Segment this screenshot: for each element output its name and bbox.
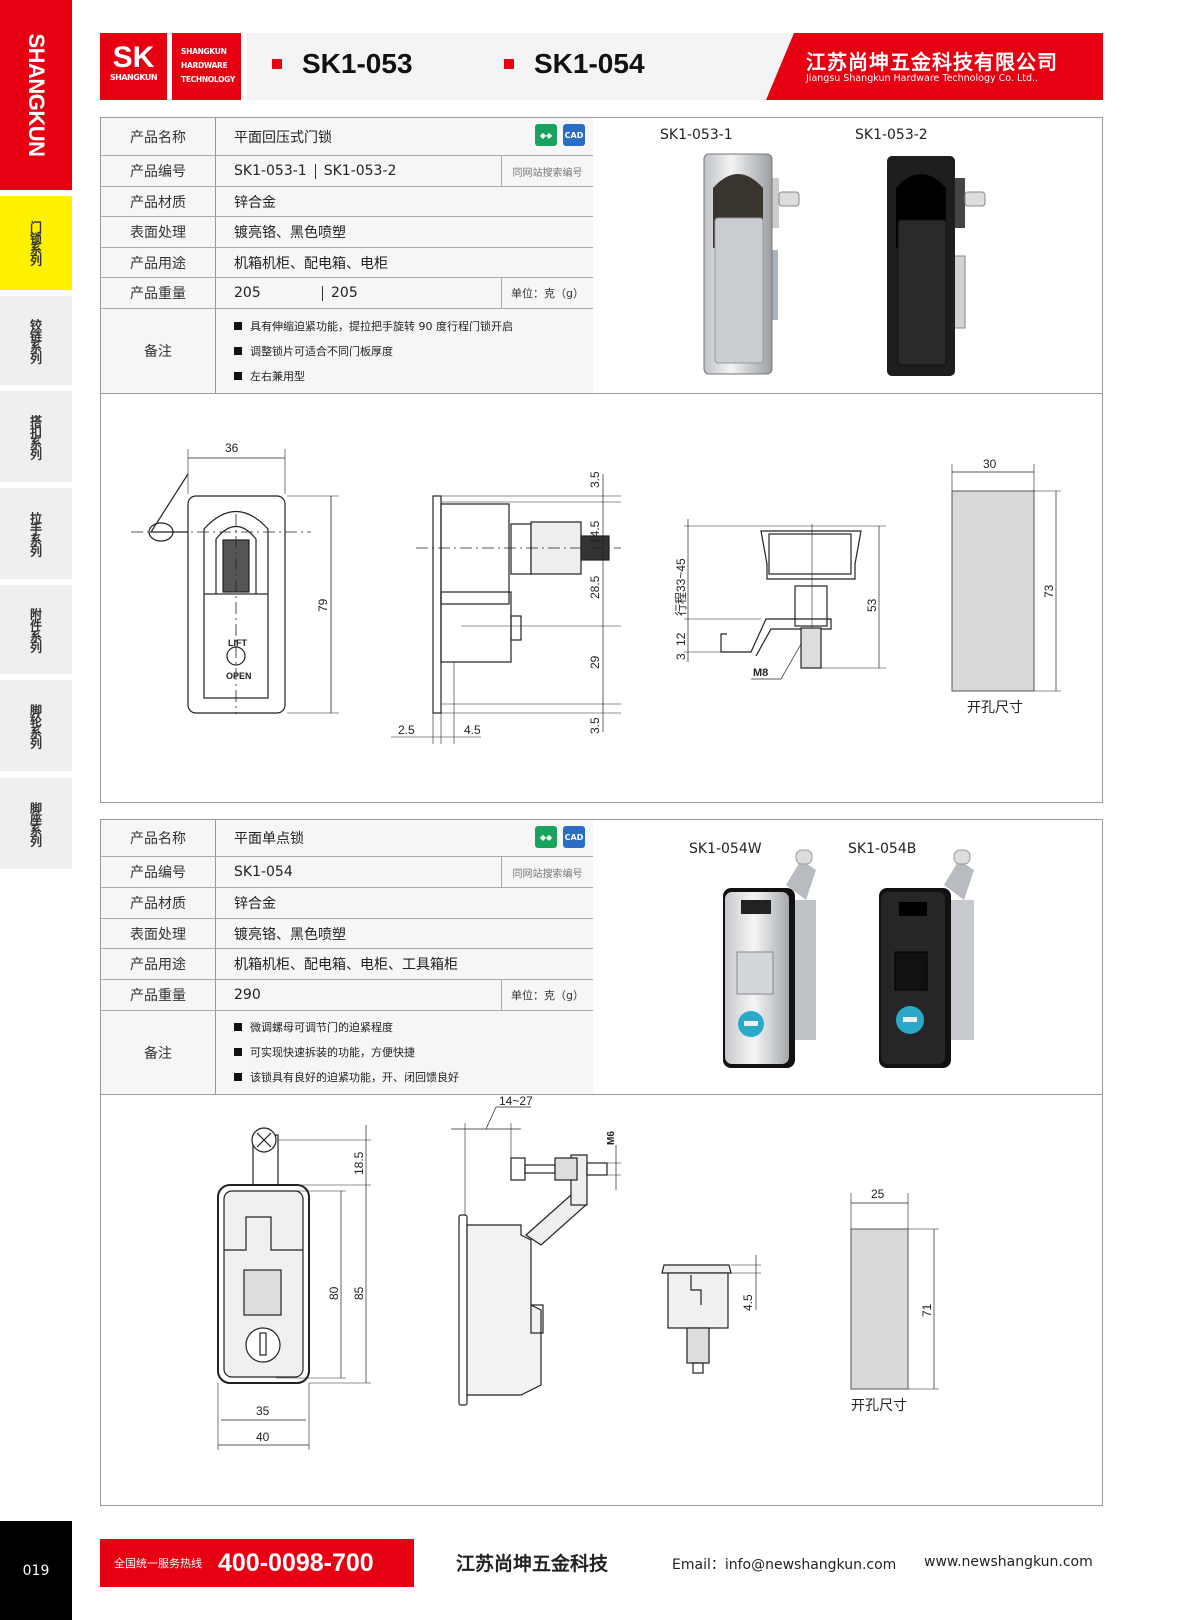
svg-text:40: 40	[256, 1430, 270, 1444]
svg-text:30: 30	[983, 457, 997, 471]
3d-model-icon[interactable]: ◆◆	[535, 124, 557, 146]
svg-text:M8: M8	[753, 667, 768, 679]
side-dimensions: 3.5 14.5 28.5 29 3.5 2.5 4.5	[398, 471, 602, 737]
svg-text:3.5: 3.5	[588, 471, 602, 488]
footer-email[interactable]: Email：info@newshangkun.com	[672, 1557, 897, 1573]
product-photo-054w	[723, 849, 816, 1068]
svg-text:85: 85	[352, 1286, 366, 1300]
sidebar-tab-accessories[interactable]: 附件系列	[0, 585, 72, 674]
company-banner	[766, 33, 1103, 100]
svg-text:71: 71	[920, 1303, 934, 1317]
svg-text:53: 53	[865, 598, 879, 612]
header-strip	[247, 33, 807, 100]
dimension-label: 79	[316, 598, 330, 612]
spec-row: 产品名称平面回压式门锁 ◆◆CAD	[101, 118, 593, 156]
remarks-row: 备注 具有伸缩迫紧功能，提拉把手旋转 90 度行程门锁开启调整锁片可适合不同门板…	[101, 309, 593, 393]
svg-text:18.5: 18.5	[352, 1151, 366, 1175]
model-title-1: SK1-053	[272, 48, 413, 80]
cutout-diagram: 30 73 开孔尺寸	[951, 457, 1061, 715]
footer-website[interactable]: www.newshangkun.com	[924, 1554, 1093, 1570]
svg-text:M6: M6	[606, 1131, 617, 1145]
spec-row: 产品用途机箱机柜、配电箱、电柜	[101, 248, 593, 278]
sidebar-tab-handles[interactable]: 拉手系列	[0, 488, 72, 579]
spec-row: 表面处理镀亮铬、黑色喷塑	[101, 217, 593, 248]
svg-text:25: 25	[871, 1187, 885, 1201]
spec-row: 产品材质锌合金	[101, 888, 593, 919]
technical-drawing: LIFT OPEN 36 79 3.5 14.5 28.5 29 3.5 2.5 4.…	[131, 441, 1061, 744]
sidebar-brand: SHANGKUN	[0, 0, 72, 190]
spec-row: 产品名称平面单点锁 ◆◆CAD	[101, 820, 593, 857]
company-name-cn: 江苏尚坤五金科技有限公司	[806, 50, 1058, 74]
svg-text:行程33~45: 行程33~45	[673, 558, 688, 616]
model-title-2: SK1-054	[504, 48, 645, 80]
bullet-icon	[504, 59, 514, 69]
remarks-row: 备注 微调螺母可调节门的迫紧程度可实现快速拆装的功能，方便快捷该锁具有良好的迫紧…	[101, 1011, 593, 1094]
bullet-icon	[272, 59, 282, 69]
bottom-view	[684, 519, 886, 680]
svg-text:14.5: 14.5	[588, 520, 602, 544]
svg-text:29: 29	[588, 655, 602, 669]
svg-text:开孔尺寸: 开孔尺寸	[967, 699, 1023, 715]
side-view	[391, 474, 621, 744]
svg-text:2.5: 2.5	[398, 723, 415, 737]
cad-icon[interactable]: CAD	[563, 124, 585, 146]
divider	[101, 393, 1102, 394]
svg-text:28.5: 28.5	[588, 575, 602, 599]
variant-label: SK1-054B	[848, 841, 917, 857]
spec-row: 产品材质锌合金	[101, 187, 593, 217]
svg-text:12: 12	[674, 632, 688, 646]
svg-text:35: 35	[256, 1404, 270, 1418]
cutout-diagram: 25 71 开孔尺寸	[850, 1187, 939, 1413]
side-view	[451, 1106, 621, 1406]
front-view	[131, 449, 339, 714]
svg-text:73: 73	[1042, 584, 1056, 598]
company-name-en: Jiangsu Shangkun Hardware Technology Co.…	[806, 73, 1039, 84]
spec-row: 产品用途机箱机柜、配电箱、电柜、工具箱柜	[101, 949, 593, 980]
product-photo-054b	[879, 849, 974, 1068]
sidebar-tab-feet[interactable]: 脚座系列	[0, 778, 72, 869]
variant-label: SK1-053-1	[660, 127, 733, 143]
divider	[101, 1094, 1102, 1095]
cad-icon[interactable]: CAD	[563, 826, 585, 848]
svg-text:4.5: 4.5	[741, 1294, 755, 1311]
product-photo-black	[887, 156, 986, 376]
svg-text:14~27: 14~27	[499, 1095, 533, 1108]
sidebar-tab-door-locks[interactable]: 门锁系列	[0, 196, 72, 290]
svg-text:3.5: 3.5	[588, 717, 602, 734]
front-view	[217, 1125, 371, 1450]
svg-text:开孔尺寸: 开孔尺寸	[851, 1397, 907, 1413]
svg-text:OPEN: OPEN	[226, 671, 252, 681]
product-photo-chrome	[703, 153, 800, 375]
variant-label: SK1-054W	[689, 841, 762, 857]
svg-text:80: 80	[327, 1286, 341, 1300]
spec-row: 表面处理镀亮铬、黑色喷塑	[101, 919, 593, 949]
product-photos	[723, 849, 974, 1068]
hotline-number[interactable]: 400-0098-700	[218, 1548, 374, 1577]
dimension-label: 36	[225, 441, 239, 455]
variant-label: SK1-053-2	[855, 127, 928, 143]
svg-text:4.5: 4.5	[464, 723, 481, 737]
bottom-view	[661, 1255, 761, 1374]
svg-text:LIFT: LIFT	[228, 638, 247, 648]
sidebar-tab-hinges[interactable]: 铰链系列	[0, 296, 72, 385]
3d-model-icon[interactable]: ◆◆	[535, 826, 557, 848]
sidebar-tab-latches[interactable]: 搭扣系列	[0, 391, 72, 482]
product-photos	[703, 153, 986, 376]
sidebar-tab-casters[interactable]: 脚轮系列	[0, 680, 72, 771]
page-number: 019	[0, 1521, 72, 1620]
svg-text:3: 3	[674, 653, 688, 660]
footer-company: 江苏尚坤五金科技	[456, 1553, 609, 1575]
